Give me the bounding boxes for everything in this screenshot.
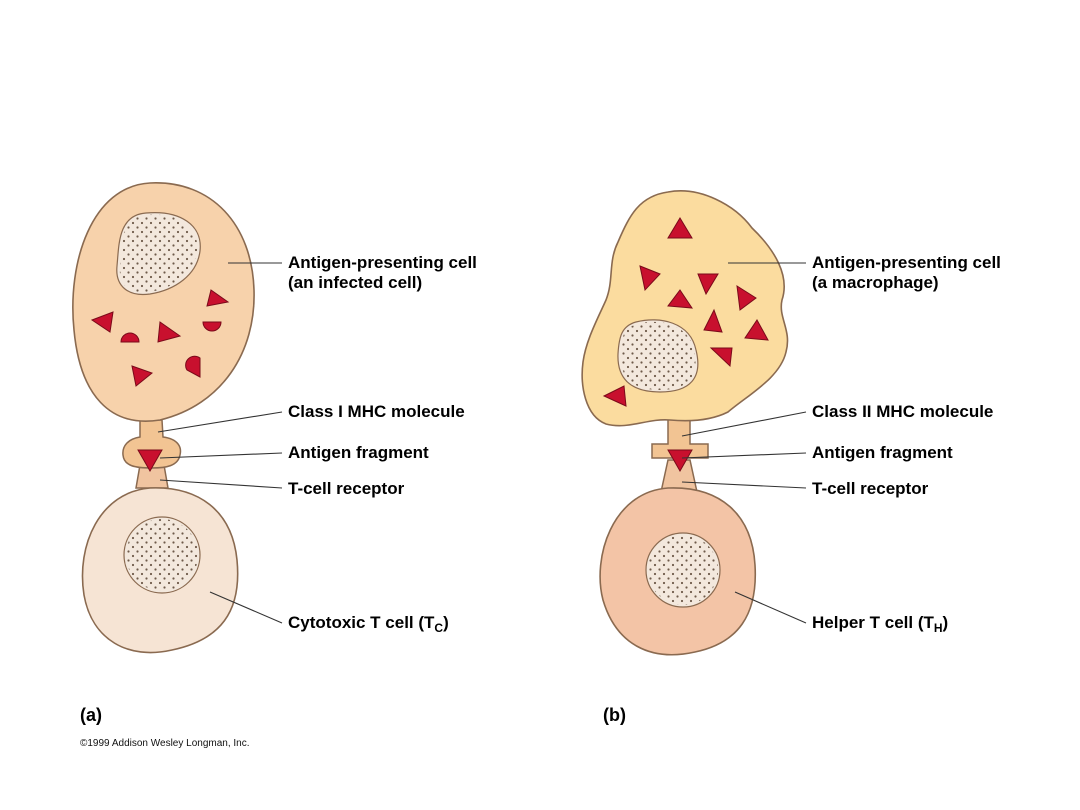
panel-label-a: (a) xyxy=(80,705,102,725)
label-helper-sub: H xyxy=(933,621,943,635)
antigen-triangle xyxy=(602,385,627,407)
antigen-semicircle xyxy=(120,332,140,343)
antigen-triangle xyxy=(703,308,723,333)
label-class-1-mhc: Class I MHC molecule xyxy=(288,402,465,421)
copyright-notice: ©1999 Addison Wesley Longman, Inc. xyxy=(80,738,250,749)
panel-a xyxy=(72,182,283,654)
label-apc-b: Antigen-presenting cell (a macrophage) xyxy=(812,253,1001,293)
antigen-triangle xyxy=(639,265,661,292)
label-apc-b-line2: (a macrophage) xyxy=(812,273,939,292)
antigen-triangle xyxy=(667,289,693,309)
antigen-triangle xyxy=(90,311,114,333)
label-apc-b-line1: Antigen-presenting cell xyxy=(812,253,1001,272)
panel-b xyxy=(581,190,807,656)
label-t-cell-receptor-b: T-cell receptor xyxy=(812,479,929,498)
leader-lines-a xyxy=(157,262,283,624)
antigens-b xyxy=(602,217,769,407)
antigen-triangle xyxy=(744,319,769,341)
antigen-fragment-b xyxy=(667,449,693,473)
label-apc-a: Antigen-presenting cell (an infected cel… xyxy=(288,253,477,293)
antigen-triangle xyxy=(206,289,230,307)
label-class-2-mhc: Class II MHC molecule xyxy=(812,402,994,421)
antigen-semicircle xyxy=(185,355,201,378)
antigen-triangle xyxy=(697,273,719,296)
antigen-triangle xyxy=(736,285,757,311)
class-2-mhc-molecule xyxy=(651,417,709,459)
antigens-a xyxy=(90,289,230,387)
antigen-triangle xyxy=(157,321,182,343)
antigen-triangle xyxy=(667,217,693,239)
antigen-triangle xyxy=(131,365,154,387)
label-cytotoxic-close: ) xyxy=(443,613,449,632)
label-helper-t-cell: Helper T cell (TH) xyxy=(812,613,948,638)
leader-lines-b xyxy=(681,262,807,624)
label-cytotoxic-sub: C xyxy=(434,621,444,635)
label-helper-main: Helper T cell (T xyxy=(812,613,934,632)
label-cytotoxic-main: Cytotoxic T cell (T xyxy=(288,613,435,632)
label-helper-close: ) xyxy=(942,613,949,632)
label-apc-a-line2: (an infected cell) xyxy=(288,273,423,292)
antigen-semicircle xyxy=(202,321,222,332)
label-t-cell-receptor-a: T-cell receptor xyxy=(288,479,405,498)
label-cytotoxic-t-cell: Cytotoxic T cell (TC) xyxy=(288,613,449,638)
label-antigen-fragment-b: Antigen fragment xyxy=(812,443,953,462)
panel-label-b: (b) xyxy=(603,705,626,725)
label-apc-a-line1: Antigen-presenting cell xyxy=(288,253,477,272)
antigen-presenting-cell-infected xyxy=(72,182,255,422)
antigen-fragment-a xyxy=(137,449,163,473)
label-antigen-fragment-a: Antigen fragment xyxy=(288,443,429,462)
antigen-triangle xyxy=(709,347,733,368)
